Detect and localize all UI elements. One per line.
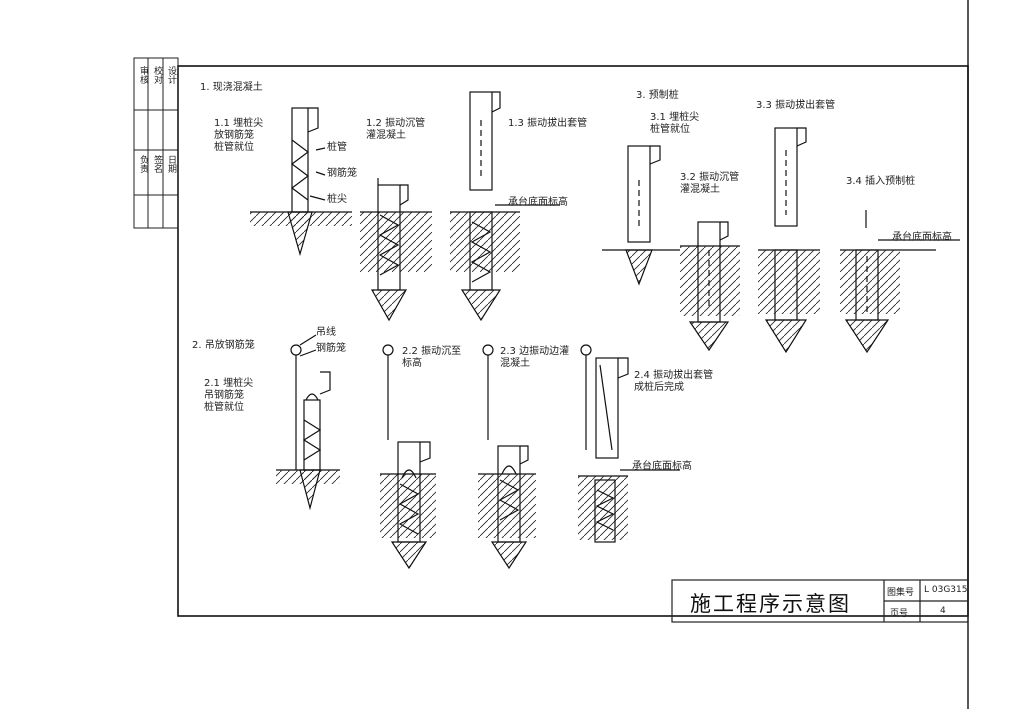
title-block bbox=[671, 579, 969, 623]
step-3-2-label: 3.2 振动沉管 灌混凝土 bbox=[680, 172, 740, 195]
step-2-1-label: 2.1 埋桩尖 吊钢筋笼 桩管就位 bbox=[204, 378, 254, 413]
step-1-3-label: 1.3 振动拔出套管 bbox=[508, 118, 588, 129]
sign-cell-signature: 签名 bbox=[152, 155, 162, 173]
step-2-2-label: 2.2 振动沉至 标高 bbox=[402, 346, 462, 369]
sign-cell-review: 审核 bbox=[138, 66, 148, 84]
sign-cell-date: 日期 bbox=[166, 155, 176, 173]
step-1-1-label: 1.1 埋桩尖 放钢筋笼 桩管就位 bbox=[214, 118, 264, 153]
section-a-ground-note: 承台底面标高 bbox=[508, 197, 568, 208]
page-value: 4 bbox=[940, 606, 946, 616]
atlas-no-label: 图集号 bbox=[887, 588, 915, 598]
atlas-no-value: L 03G315 bbox=[924, 585, 968, 595]
sign-cell-lead: 负责 bbox=[138, 155, 148, 173]
section-a-heading: 1. 现浇混凝土 bbox=[200, 82, 263, 93]
section-c-figures bbox=[602, 127, 960, 354]
sign-cell-design: 设计 bbox=[166, 66, 176, 84]
callout-pile-tip: 桩尖 bbox=[327, 194, 347, 205]
drawing-title: 施工程序示意图 bbox=[690, 592, 851, 616]
callout-rebar-cage-b: 钢筋笼 bbox=[316, 343, 346, 354]
step-1-2-label: 1.2 振动沉管 灌混凝土 bbox=[366, 118, 426, 141]
section-c-ground-note: 承台底面标高 bbox=[892, 232, 952, 243]
section-a-figures bbox=[250, 91, 560, 322]
section-b-figures bbox=[276, 334, 680, 570]
section-c-heading: 3. 预制桩 bbox=[636, 90, 679, 101]
callout-hanging-wire: 吊线 bbox=[316, 327, 336, 338]
section-b-heading: 2. 吊放钢筋笼 bbox=[192, 340, 255, 351]
step-2-3-label: 2.3 边振动边灌 混凝土 bbox=[500, 346, 570, 369]
step-3-3-label: 3.3 振动拔出套管 bbox=[756, 100, 836, 111]
callout-pile-casing: 桩管 bbox=[327, 142, 347, 153]
sign-block bbox=[133, 57, 179, 229]
step-3-4-label: 3.4 插入预制桩 bbox=[846, 176, 916, 187]
step-3-1-label: 3.1 埋桩尖 桩管就位 bbox=[650, 112, 700, 135]
callout-rebar-cage: 钢筋笼 bbox=[327, 168, 357, 179]
page-label: 页号 bbox=[890, 609, 909, 619]
step-2-4-label: 2.4 振动拔出套管 成桩后完成 bbox=[634, 370, 714, 393]
section-b-ground-note: 承台底面标高 bbox=[632, 461, 692, 472]
sign-cell-check: 校对 bbox=[152, 66, 162, 84]
